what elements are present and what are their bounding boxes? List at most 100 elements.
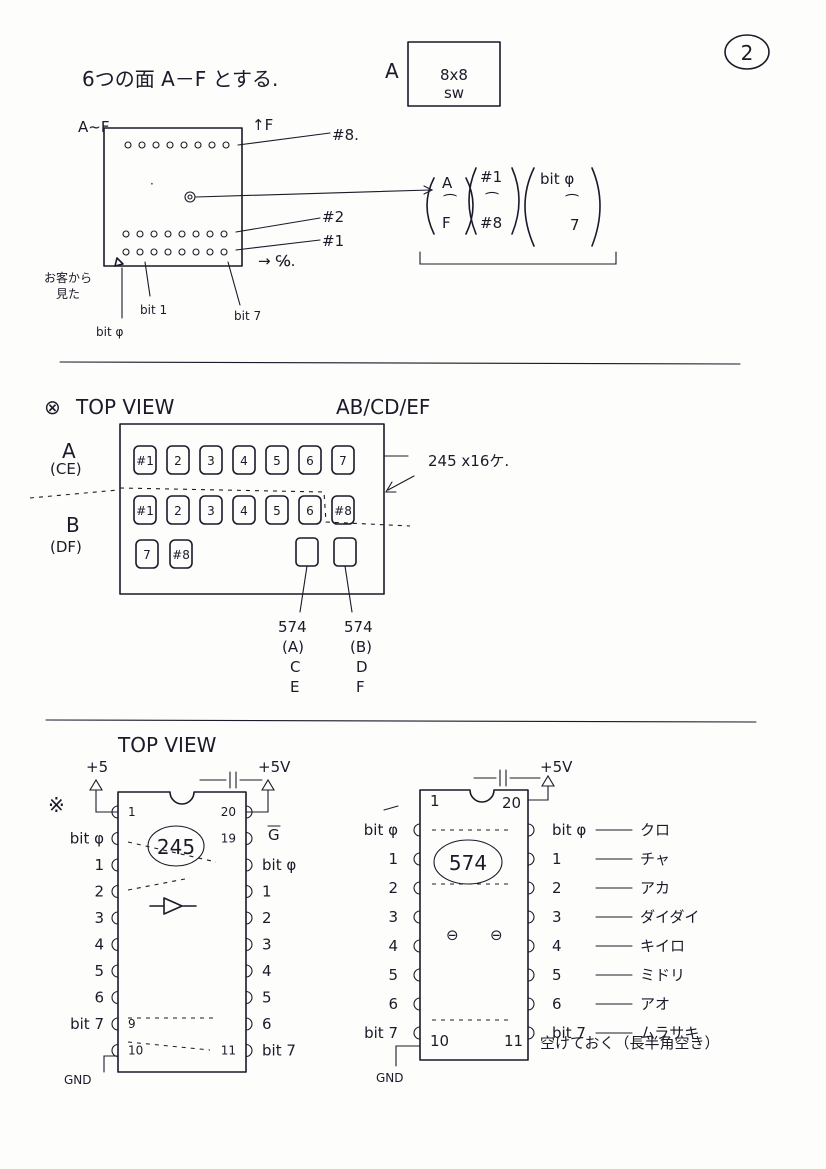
pin-574-right-6 <box>527 968 535 982</box>
ic-245: 245 +5 +5V GND G <box>64 758 291 1087</box>
output-color-2: チャ <box>640 850 670 868</box>
box-line1: 8x8 <box>440 66 468 84</box>
pin-245-right-label-6: 3 <box>262 936 272 954</box>
chip-a-label-4: 4 <box>240 454 248 468</box>
divider-1 <box>59 361 741 365</box>
chip-a-1 <box>133 445 157 475</box>
board-label: A~F <box>78 118 109 136</box>
pin-245-left-2 <box>111 831 119 846</box>
row8-dots <box>124 141 230 149</box>
pin-245-right-label-10: bit 7 <box>262 1042 296 1060</box>
pin-574-right-7 <box>527 997 535 1011</box>
pin-574-left-label-2: 1 <box>388 850 398 868</box>
pin-245-right-8 <box>245 990 253 1005</box>
pin-245-right-6 <box>245 937 253 952</box>
pin-574-left-3 <box>413 881 421 895</box>
matrix-col3-mid: ⁀ <box>565 192 579 212</box>
pin-245-right-9 <box>245 1017 253 1031</box>
chip-b-5 <box>265 495 289 525</box>
output-bit-2: 1 <box>552 850 562 868</box>
chip-c-1 <box>135 539 159 569</box>
pin-574-left-label-6: 5 <box>388 966 398 984</box>
pin-574-left-5 <box>413 939 421 953</box>
output-color-7: アオ <box>640 995 670 1013</box>
pin-574-right-1 <box>527 823 535 837</box>
chip-a-7 <box>331 445 355 475</box>
section2-marker: ⊗ <box>44 395 61 419</box>
pin-245-left-label-2: bit φ <box>70 830 104 848</box>
matrix-col2-bot: #8 <box>480 214 502 232</box>
matrix-col1-bot: F <box>442 214 451 232</box>
svg-text:E: E <box>290 678 299 696</box>
pin-245-right-4 <box>245 884 253 899</box>
pin-245-left-4 <box>111 884 119 899</box>
ic-574-label: 574 <box>449 851 487 875</box>
pin-245-right-label-4: 1 <box>262 883 272 901</box>
chip-a-label-6: 6 <box>306 454 314 468</box>
section1-heading: 6つの面 A－F とする. <box>82 67 278 91</box>
chip-a-4 <box>232 445 256 475</box>
vcc-left-245: +5 <box>86 758 108 776</box>
section-1-face-layout: 6つの面 A－F とする. A 8x8 sw A~F ↑F · <box>44 41 617 339</box>
pin-245-left-label-9: bit 7 <box>70 1015 104 1033</box>
chip-b-label-5: 5 <box>273 504 281 518</box>
pin-245-left-num-1: 1 <box>128 805 136 819</box>
chip-row-c: 7#8 <box>135 539 193 569</box>
ic-574: 574 ⊖ ⊖ 1 20 10 11 +5V GND 空けておく（長半角空き） <box>376 758 720 1085</box>
label-b-sub: (DF) <box>50 538 82 556</box>
output-bit-4: 3 <box>552 908 562 926</box>
pin-245-right-5 <box>245 911 253 925</box>
chip-c-label-1: 7 <box>143 548 151 562</box>
svg-text:574: 574 <box>344 618 373 636</box>
section-2-top-view: ⊗ TOP VIEW AB/CD/EF A (CE) B (DF) 245 x1… <box>29 395 509 696</box>
vcc-right-245: +5V <box>258 758 291 776</box>
ic-note: 245 x16ケ. <box>428 452 509 470</box>
chip-574-b-label: 574 (B) D F <box>344 618 373 696</box>
output-color-3: アカ <box>640 879 670 897</box>
pin-574-right-5 <box>527 939 535 953</box>
label-a: A <box>62 439 76 463</box>
pin-245-right-7 <box>245 964 253 978</box>
pin-245-left-7 <box>111 964 119 978</box>
output-color-4: ダイダイ <box>640 908 699 926</box>
ic-574-mark-b: ⊖ <box>490 926 503 944</box>
chip-b-label-2: 2 <box>174 504 182 518</box>
switch-box <box>407 41 501 107</box>
pin-245-right-num-1: 20 <box>221 805 236 819</box>
pin-574-left-label-3: 2 <box>388 879 398 897</box>
pin-245-right-label-3: bit φ <box>262 856 296 874</box>
ic-574-pin20: 20 <box>502 794 521 812</box>
ic-574-pin1: 1 <box>430 792 440 810</box>
row1-dots <box>122 248 228 256</box>
ic-574-pin11: 11 <box>504 1032 523 1050</box>
pin-574-right-2 <box>527 852 535 866</box>
row2-label: #2 <box>322 208 344 226</box>
divider-2 <box>45 719 757 723</box>
row2-dots <box>122 230 228 238</box>
pin-574-right-4 <box>527 910 535 924</box>
matrix-col3-top: bit φ <box>540 170 574 188</box>
chip-a-label-5: 5 <box>273 454 281 468</box>
svg-text:574: 574 <box>278 618 307 636</box>
chip-b-1 <box>133 495 157 525</box>
pin-574-left-4 <box>413 910 421 924</box>
chip-b-7 <box>331 495 355 525</box>
pin-245-left-label-5: 3 <box>94 909 104 927</box>
chip-b-label-6: 6 <box>306 504 314 518</box>
output-color-6: ミドリ <box>640 966 685 984</box>
pin-574-left-label-1: bit φ <box>364 821 398 839</box>
output-bit-8: bit 7 <box>552 1024 586 1042</box>
pin-245-left-label-3: 1 <box>94 856 104 874</box>
ic-245-label: 245 <box>157 835 195 859</box>
gnd-574: GND <box>376 1071 404 1085</box>
label-a-sub: (CE) <box>50 460 82 478</box>
vcc-574: +5V <box>540 758 573 776</box>
page-number-text: 2 <box>741 41 754 65</box>
pin-245-right-num-2: 19 <box>221 832 236 846</box>
pin-245-left-label-4: 2 <box>94 883 104 901</box>
ellipsis-dots: · <box>150 177 154 191</box>
